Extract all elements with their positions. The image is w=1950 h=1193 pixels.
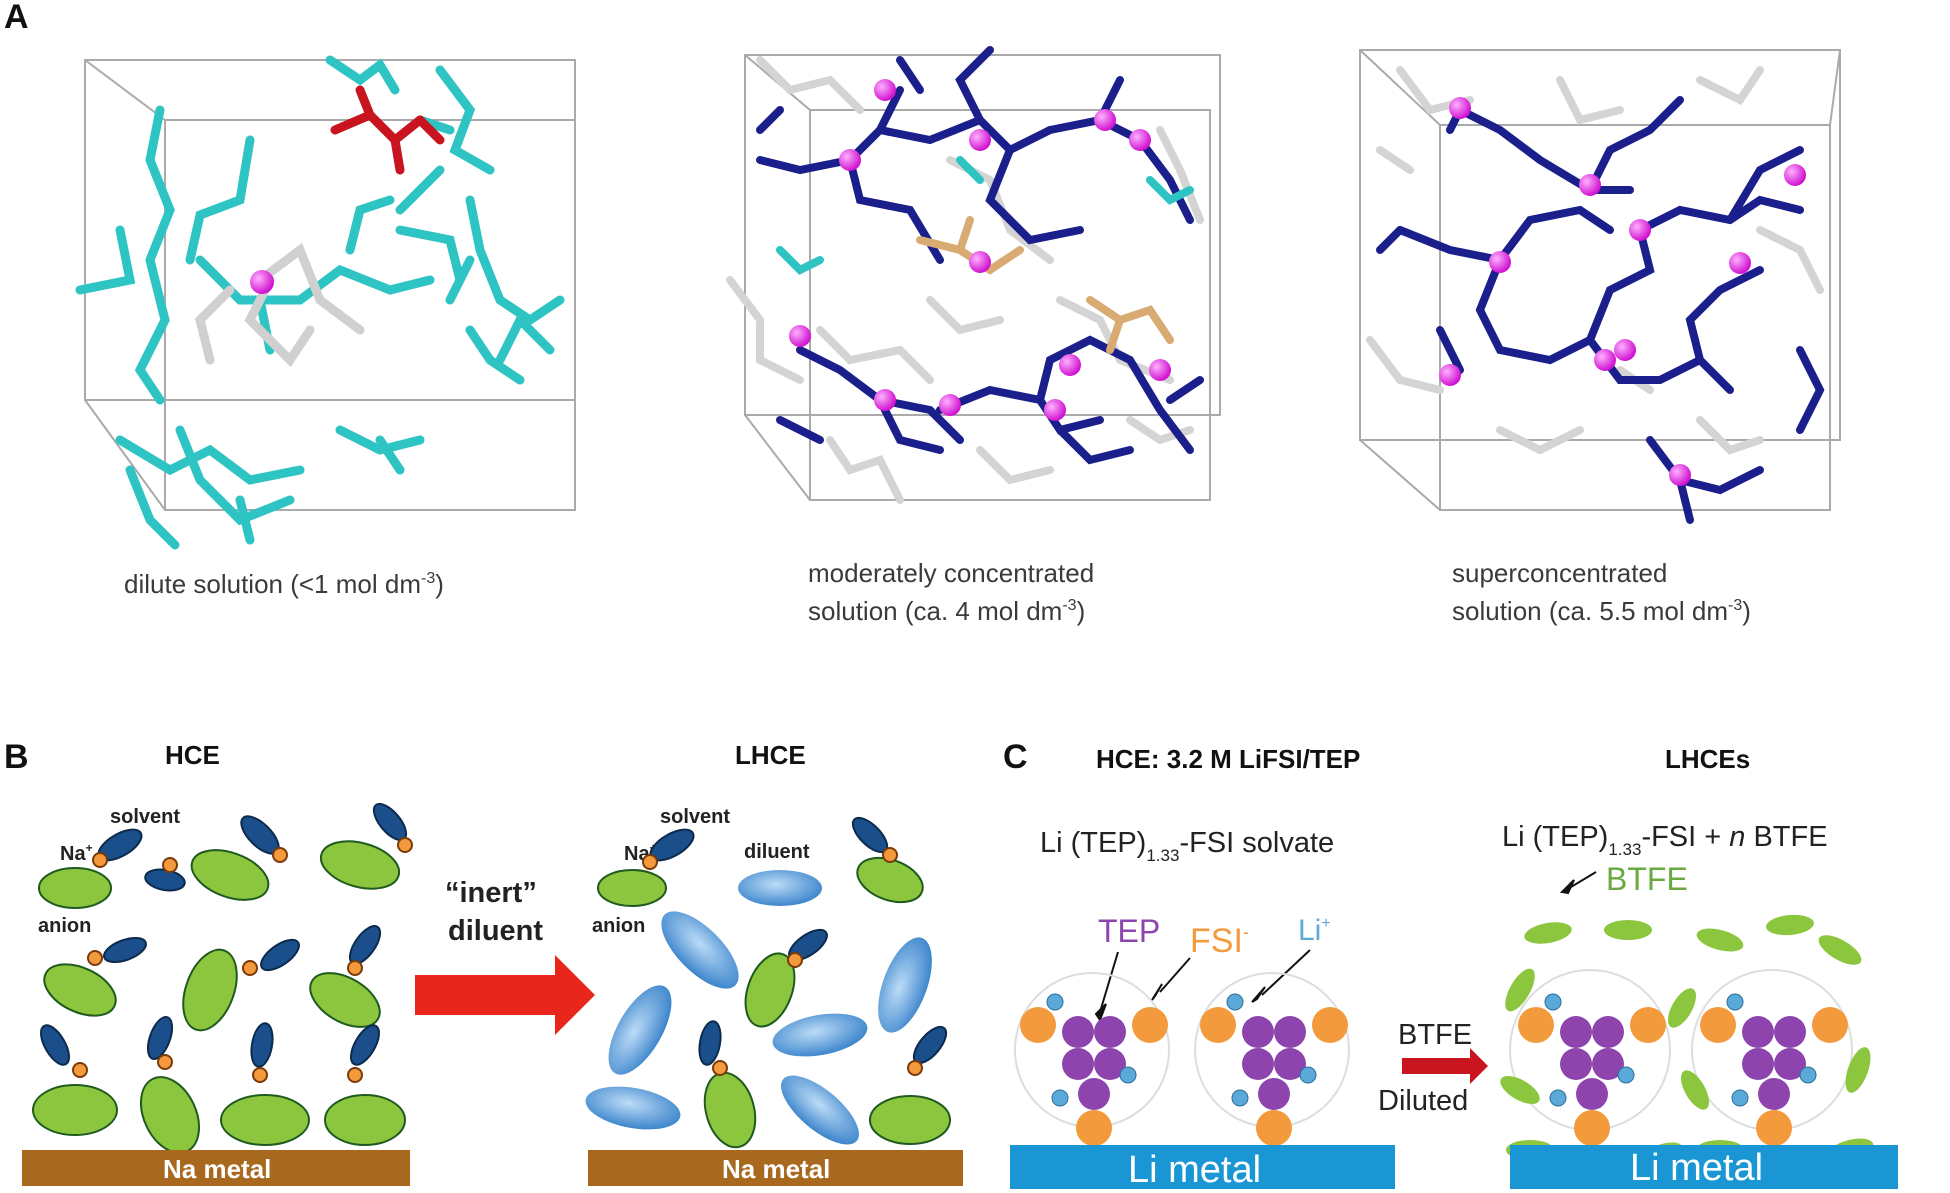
super-molecules [1366, 66, 1825, 524]
hce-title: HCE [165, 740, 220, 770]
caption-super-line1: superconcentrated [1452, 558, 1667, 588]
tep-label: TEP [1098, 913, 1160, 949]
diluent-arrow-label: diluent [448, 915, 543, 947]
lhce-diluent-label: diluent [744, 841, 810, 863]
btfe-top-label: BTFE [1606, 861, 1688, 897]
hce-formula: Li (TEP)1.33-FSI solvate [1040, 827, 1334, 865]
hce-anion-label: anion [38, 915, 91, 937]
na-metal-label: Na metal [163, 1154, 271, 1184]
diluted-label: Diluted [1378, 1085, 1468, 1117]
inert-diluent-arrow [415, 955, 595, 1035]
btfe-arrow-label: BTFE [1398, 1019, 1472, 1051]
fsi-label: FSI- [1190, 922, 1249, 960]
lhce-anion-label: anion [592, 915, 645, 937]
caption-moderate-line2: solution (ca. 4 mol dm-3) [808, 596, 1085, 626]
hce-c-title: HCE: 3.2 M LiFSI/TEP [1096, 744, 1360, 774]
hce-solvent-label: solvent [110, 806, 180, 828]
lhce-clusters [1500, 914, 1874, 1168]
inert-label: “inert” [445, 877, 537, 909]
hce-na-label: Na+ [60, 841, 93, 865]
moderate-molecules [726, 46, 1204, 504]
lhce-title: LHCE [735, 740, 806, 770]
hce-schematic: solvent Na+ anion [22, 802, 413, 1186]
li-metal-bar-hce [1010, 1145, 1395, 1189]
na-metal-label-lhce: Na metal [722, 1154, 830, 1184]
panel-b-label: B [4, 738, 29, 776]
super-solution-box [1359, 49, 1841, 511]
panel-a-label: A [4, 0, 29, 36]
pointer-arrows [1094, 871, 1597, 1023]
li-label: Li+ [1298, 914, 1331, 947]
caption-super-line2: solution (ca. 5.5 mol dm-3) [1452, 596, 1751, 626]
dilute-molecules [75, 55, 565, 550]
lhces-title: LHCEs [1665, 744, 1750, 774]
btfe-arrow [1402, 1048, 1488, 1084]
li-metal-bar-lhce [1510, 1145, 1898, 1189]
lhce-formula: Li (TEP)1.33-FSI + n BTFE [1502, 821, 1828, 859]
hce-solvate-clusters [1014, 972, 1350, 1146]
caption-dilute: dilute solution (<1 mol dm-3) [124, 569, 444, 599]
lhce-solvent-label: solvent [660, 806, 730, 828]
li-metal-label-hce: Li metal [1128, 1149, 1261, 1191]
lhce-schematic: solvent Na+ diluent anion [585, 806, 963, 1186]
panel-c-label: C [1003, 738, 1028, 776]
li-metal-label-lhce: Li metal [1630, 1147, 1763, 1189]
caption-moderate-line1: moderately concentrated [808, 558, 1094, 588]
